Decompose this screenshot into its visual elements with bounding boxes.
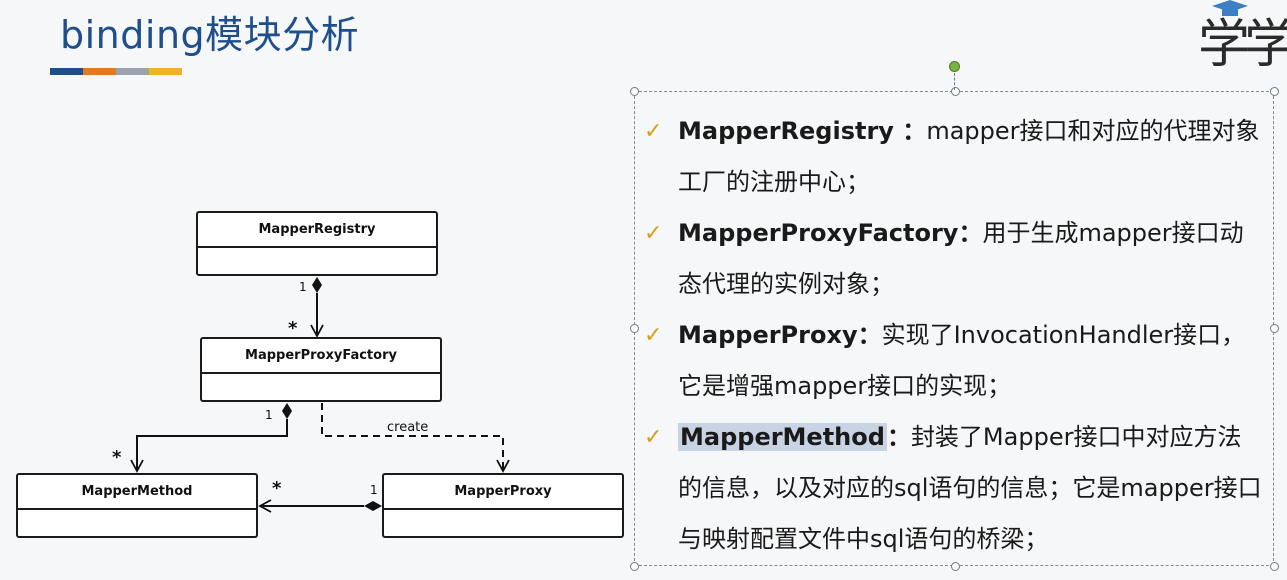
rotation-handle[interactable] <box>949 61 960 72</box>
check-icon: ✓ <box>644 323 663 348</box>
bullet-separator: ： <box>857 321 882 349</box>
bullet-term: MapperProxyFactory <box>678 219 959 247</box>
title-underline-bar <box>50 68 182 75</box>
multiplicity-factory-many: * <box>288 318 298 339</box>
title-bar-segment-orange <box>83 68 116 75</box>
bullet-item-mapper-proxy-factory: ✓ MapperProxyFactory：用于生成mapper接口动态代理的实例对… <box>644 208 1264 310</box>
check-icon: ✓ <box>644 119 663 144</box>
bullet-item-mapper-proxy: ✓ MapperProxy：实现了InvocationHandler接口，它是增强… <box>644 310 1264 412</box>
class-mapper-proxy-factory: MapperProxyFactory <box>200 337 442 402</box>
bullet-separator: ： <box>886 423 911 451</box>
resize-handle-bottom-middle[interactable] <box>951 562 960 571</box>
multiplicity-method-many-right: * <box>272 478 282 499</box>
bullet-description: mapper接口和对应的代理对象工厂的注册中心； <box>678 117 1260 196</box>
bullet-item-mapper-method: ✓ MapperMethod：封装了Mapper接口中对应方法的信息，以及对应的s… <box>644 412 1264 565</box>
logo: 学 学 <box>1198 0 1287 70</box>
multiplicity-method-many-left: * <box>112 447 122 468</box>
bullet-term: MapperProxy <box>678 321 858 349</box>
factory-proxy-create-dependency <box>321 403 510 473</box>
rotation-handle-stem <box>954 73 956 90</box>
edge-label-create: create <box>387 420 429 435</box>
logo-glyph-1: 学 <box>1198 15 1250 70</box>
title-bar-segment-blue <box>50 68 83 75</box>
title-bar-segment-yellow <box>149 68 182 75</box>
resize-handle-bottom-right[interactable] <box>1270 562 1279 571</box>
logo-glyph-2: 学 <box>1244 15 1287 70</box>
graduation-cap-icon <box>1212 0 1248 16</box>
check-icon: ✓ <box>644 221 663 246</box>
bullet-term-highlighted[interactable]: MapperMethod <box>678 423 887 451</box>
bullet-separator: ： <box>893 117 927 145</box>
multiplicity-registry-one: 1 <box>299 280 307 294</box>
multiplicity-proxy-one: 1 <box>370 483 378 497</box>
uml-diagram-connectors <box>130 277 510 513</box>
bullet-separator: ： <box>958 219 983 247</box>
bullet-list: ✓MapperRegistry ：mapper接口和对应的代理对象工厂的注册中心… <box>644 106 1264 565</box>
bullet-item-mapper-registry: ✓ MapperRegistry ：mapper接口和对应的代理对象工厂的注册中心… <box>644 106 1264 208</box>
title-bar-segment-gray <box>116 68 149 75</box>
factory-method-composition <box>130 403 292 473</box>
bullet-term: MapperRegistry <box>678 117 894 145</box>
bullet-description: 封装了Mapper接口中对应方法的信息，以及对应的sql语句的信息；它是mapp… <box>678 423 1262 553</box>
class-name: MapperProxy <box>384 475 622 510</box>
class-mapper-proxy: MapperProxy <box>382 473 624 538</box>
class-mapper-method: MapperMethod <box>16 473 258 538</box>
bullet-description: 用于生成mapper接口动态代理的实例对象； <box>678 219 1244 298</box>
resize-handle-middle-left[interactable] <box>630 324 639 333</box>
bullet-description: 实现了InvocationHandler接口，它是增强mapper接口的实现； <box>678 321 1246 400</box>
class-mapper-registry: MapperRegistry <box>196 211 438 276</box>
class-name: MapperProxyFactory <box>202 339 440 374</box>
class-name: MapperRegistry <box>198 213 436 248</box>
check-icon: ✓ <box>644 425 663 450</box>
resize-handle-top-middle[interactable] <box>951 87 960 96</box>
class-name: MapperMethod <box>18 475 256 510</box>
resize-handle-middle-right[interactable] <box>1270 324 1279 333</box>
resize-handle-top-left[interactable] <box>630 87 639 96</box>
resize-handle-bottom-left[interactable] <box>630 562 639 571</box>
proxy-method-composition <box>258 499 382 513</box>
slide-title: binding模块分析 <box>60 13 360 57</box>
multiplicity-factory-one: 1 <box>265 408 273 422</box>
resize-handle-top-right[interactable] <box>1270 87 1279 96</box>
registry-factory-composition <box>310 277 324 338</box>
